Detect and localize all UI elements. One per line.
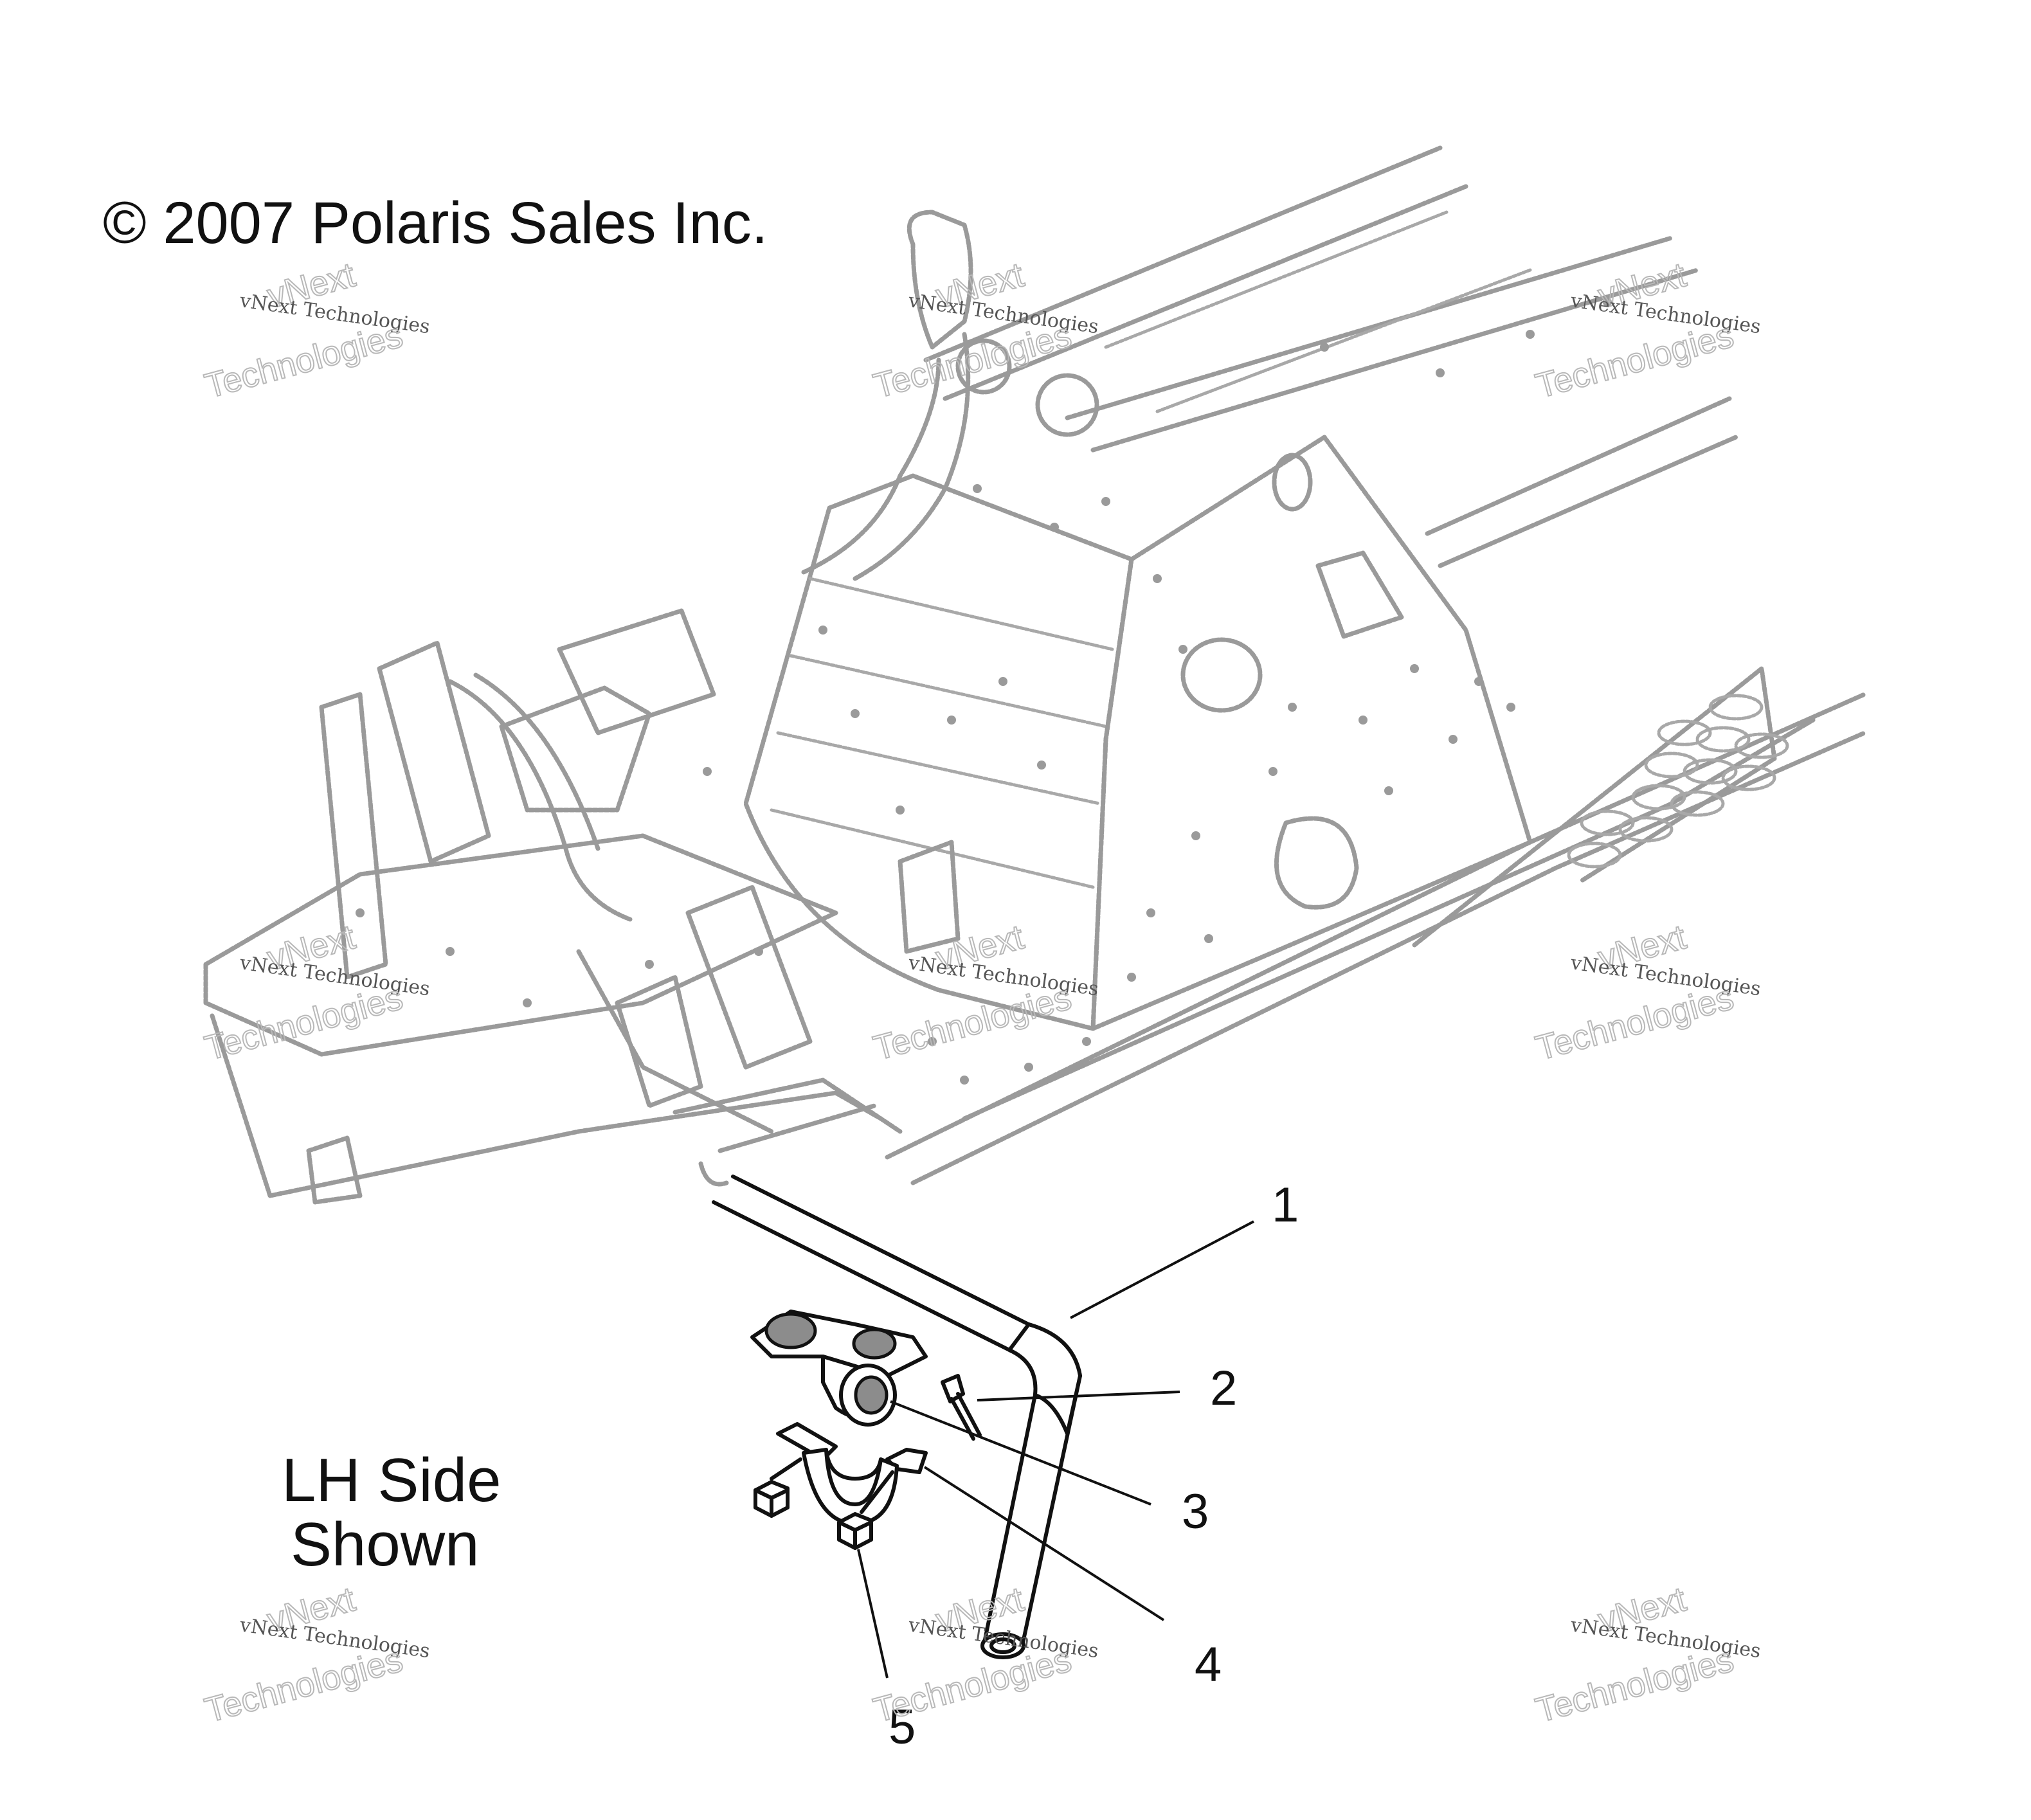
callout-numbers: 1 2 3 4 5 xyxy=(889,1178,1299,1754)
part-3-bushing-clamp-upper[interactable] xyxy=(750,1310,928,1427)
side-note-line-1: LH Side xyxy=(282,1446,501,1515)
svg-text:Technologies: Technologies xyxy=(201,1640,407,1730)
svg-text:Technologies: Technologies xyxy=(1532,316,1738,406)
chassis-frame-drawing xyxy=(203,145,1867,1205)
callout-2[interactable]: 2 xyxy=(1210,1361,1237,1416)
callout-5[interactable]: 5 xyxy=(889,1700,916,1754)
part-5-nut[interactable] xyxy=(754,1457,894,1550)
svg-text:Technologies: Technologies xyxy=(1532,978,1738,1068)
leader-3 xyxy=(890,1400,1151,1506)
svg-text:Technologies: Technologies xyxy=(201,978,407,1068)
watermark: vNext vNext Technologies Technologies xyxy=(1531,255,1762,406)
watermark: vNext vNext Technologies Technologies xyxy=(869,1579,1100,1731)
leader-2 xyxy=(977,1391,1180,1401)
watermark: vNext vNext Technologies Technologies xyxy=(201,917,431,1068)
watermark: vNext vNext Technologies Technologies xyxy=(201,255,431,406)
part-1-stabilizer-bar[interactable] xyxy=(712,1175,1082,1659)
leader-1 xyxy=(1070,1220,1254,1319)
svg-text:Technologies: Technologies xyxy=(201,316,407,406)
callout-leaders xyxy=(857,1220,1254,1679)
footrest-pattern xyxy=(1567,694,1789,869)
copyright-notice: © 2007 Polaris Sales Inc. xyxy=(103,190,768,256)
svg-text:Technologies: Technologies xyxy=(870,1640,1076,1730)
callout-4[interactable]: 4 xyxy=(1195,1637,1222,1692)
leader-4 xyxy=(923,1466,1165,1621)
watermark: vNext vNext Technologies Technologies xyxy=(1531,917,1762,1068)
watermark: vNext vNext Technologies Technologies xyxy=(1531,1579,1762,1731)
svg-text:Technologies: Technologies xyxy=(870,978,1076,1068)
callout-3[interactable]: 3 xyxy=(1182,1484,1209,1539)
part-4-bushing-clamp-lower[interactable] xyxy=(776,1422,928,1526)
watermark: vNext vNext Technologies Technologies xyxy=(201,1579,431,1731)
leader-5 xyxy=(857,1549,889,1679)
side-note-line-2: Shown xyxy=(291,1510,480,1579)
callout-1[interactable]: 1 xyxy=(1272,1178,1299,1232)
svg-text:Technologies: Technologies xyxy=(1532,1640,1738,1730)
frame-mounting-holes xyxy=(356,298,1612,1085)
svg-text:Technologies: Technologies xyxy=(870,316,1076,406)
